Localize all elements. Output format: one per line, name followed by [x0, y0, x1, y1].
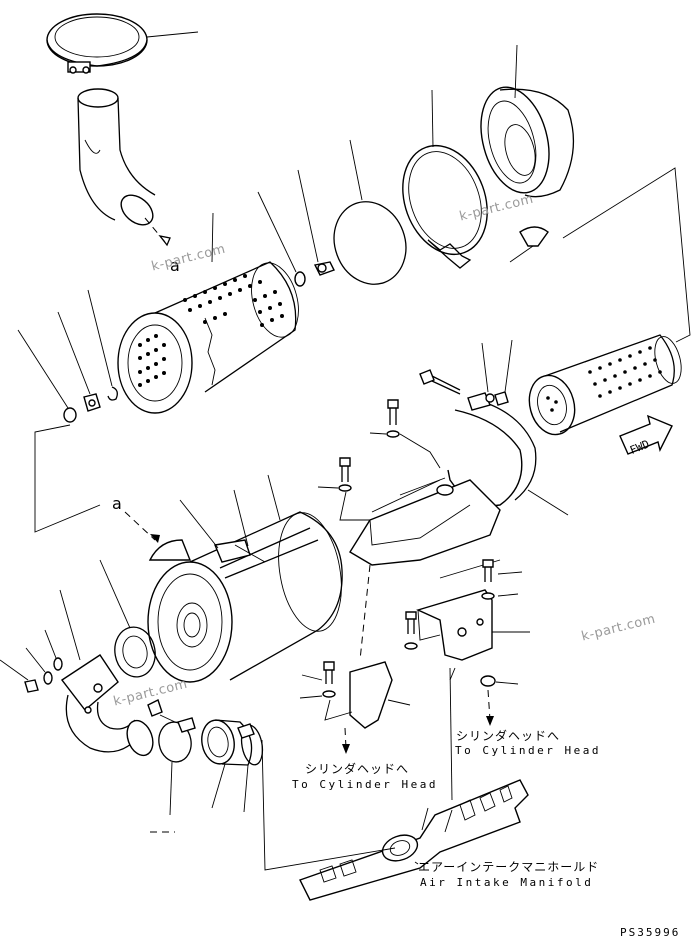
inner-safety-element	[528, 167, 691, 436]
center-line-1	[359, 564, 371, 661]
destination-en-center: To Cylinder Head	[292, 778, 438, 791]
manifold-label-jp: エアーインテークマニホールド	[418, 860, 600, 874]
air-cleaner-body	[147, 474, 343, 683]
bolt-washer-upper-1	[369, 399, 441, 469]
wing-nut	[297, 169, 335, 276]
side-clip	[147, 699, 176, 723]
flange-gasket	[99, 559, 156, 678]
destination-jp-right: シリンダヘッドへ	[456, 729, 561, 743]
outlet-elbow	[59, 589, 154, 757]
bolt-washer-lower-2	[404, 611, 418, 650]
dust-cup-cover	[480, 44, 575, 198]
hose-connector	[201, 719, 253, 809]
bolts-washers-left	[0, 629, 63, 693]
hose-clamp-2	[237, 723, 264, 813]
hose-clamp-1	[158, 717, 196, 816]
long-bolt	[419, 369, 461, 395]
reference-bracket	[34, 424, 101, 533]
o-ring-gasket	[333, 139, 407, 285]
destination-jp-center: シリンダヘッドへ	[305, 762, 410, 776]
reference-arrow-a	[124, 511, 156, 541]
destination-en-right: To Cylinder Head	[455, 744, 601, 757]
rain-cap	[46, 13, 199, 74]
outer-filter-element	[117, 212, 299, 414]
hardware-nut-washer-left	[17, 289, 118, 423]
fwd-arrow-icon	[619, 414, 673, 455]
evacuator-valve	[509, 226, 549, 263]
manifold-label-en: Air Intake Manifold	[420, 876, 594, 889]
washer-small-1	[257, 191, 306, 287]
support-bracket-lower	[416, 559, 530, 681]
bolt-washer-upper-2	[317, 457, 370, 521]
nut-right	[480, 675, 519, 726]
bolt-washer-lower-1	[481, 559, 523, 600]
intake-manifold	[261, 667, 529, 901]
ref-label-a-mid: a	[112, 494, 124, 513]
elbow-hose	[77, 88, 171, 247]
clamp-band-large	[402, 89, 488, 269]
ref-label-a-top: a	[170, 256, 182, 275]
drawing-code: PS35996	[620, 926, 681, 939]
small-mount-bracket	[299, 661, 411, 754]
support-bracket-upper	[349, 477, 501, 566]
